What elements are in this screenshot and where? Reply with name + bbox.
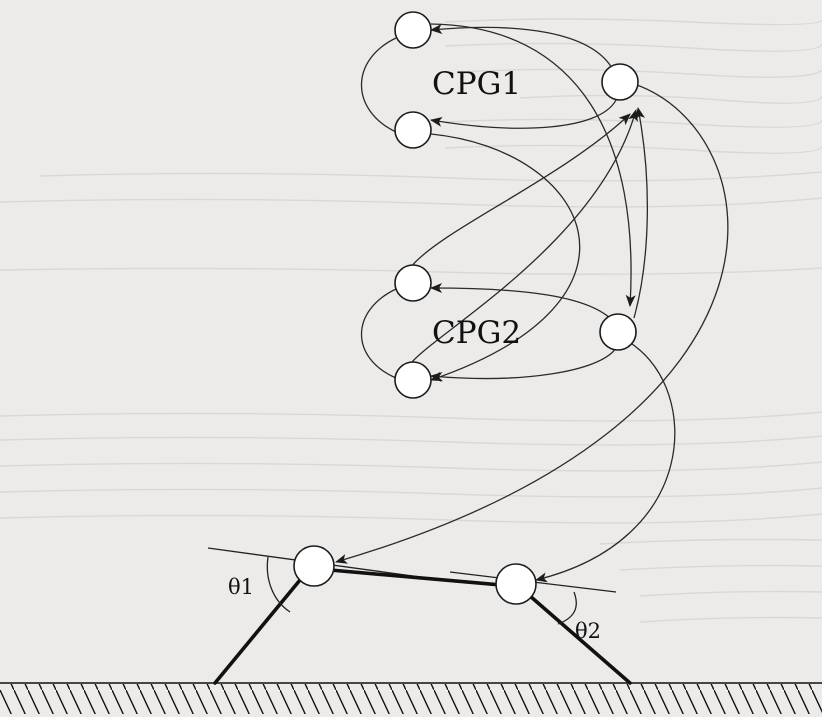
cpg2-node-right xyxy=(599,313,637,351)
theta2-label: θ2 xyxy=(575,619,601,643)
cpg1-node-right xyxy=(601,63,639,101)
leg-left xyxy=(213,578,302,685)
arc-cpg1a-to-cpg2r xyxy=(430,23,636,307)
arc-cpg2r-to-cpg2a xyxy=(430,283,615,323)
body-link xyxy=(328,568,514,588)
theta2-arc xyxy=(557,591,577,625)
cpg1-label: CPG1 xyxy=(432,66,521,102)
ground-hatching xyxy=(0,684,822,714)
arc-cpg1b-to-cpg2b xyxy=(430,133,581,382)
ground xyxy=(0,682,822,714)
arc-cpg2r-to-joint2 xyxy=(535,343,676,583)
cpg1-node-bottom xyxy=(394,111,432,149)
cpg-connections xyxy=(335,23,729,583)
arc-cpg1r-to-cpg1b xyxy=(430,99,617,129)
cpg1-node-top xyxy=(394,11,432,49)
joint-2 xyxy=(495,563,537,605)
arc-cpg2a-to-cpg1b xyxy=(409,113,631,269)
arc-cpg1r-to-joint1 xyxy=(335,83,729,564)
arc-cpg2r-to-cpg2b xyxy=(430,347,617,382)
scan-bleed-lines xyxy=(0,18,822,623)
arc-cpg2r-to-cpg1r xyxy=(633,107,648,319)
joint-1 xyxy=(293,545,335,587)
cpg2-node-top xyxy=(394,264,432,302)
leg-right xyxy=(528,594,632,685)
theta1-label: θ1 xyxy=(228,575,254,599)
theta1-arc xyxy=(266,556,291,613)
arc-cpg2b-to-cpg1a xyxy=(411,109,638,363)
cpg1-internal-arc xyxy=(361,37,397,133)
cpg-nodes xyxy=(394,11,639,399)
arc-cpg1r-to-cpg1a xyxy=(430,24,613,69)
cpg2-internal-arc xyxy=(361,288,397,379)
leg-mechanism xyxy=(207,545,632,685)
cpg2-node-bottom xyxy=(394,361,432,399)
cpg2-label: CPG2 xyxy=(432,315,521,351)
